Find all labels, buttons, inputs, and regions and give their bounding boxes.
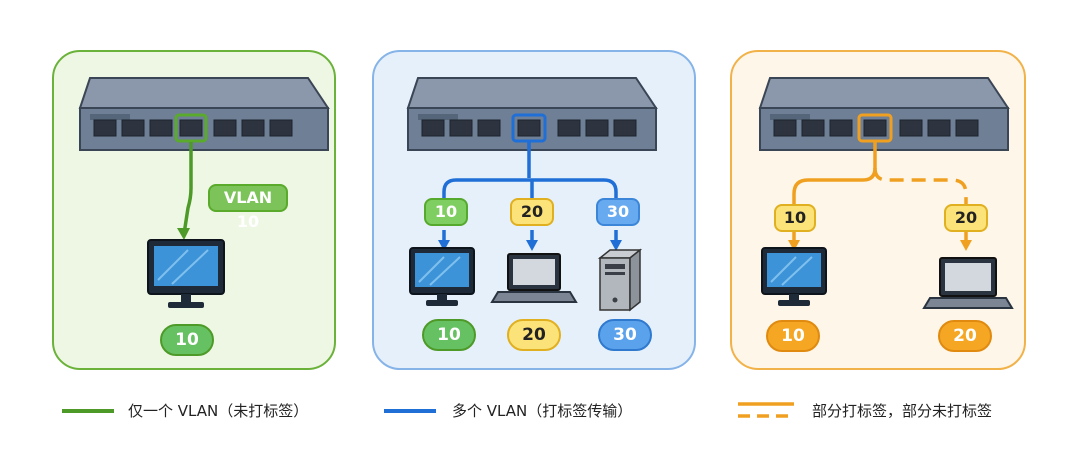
tower-pc-icon xyxy=(597,248,643,312)
legend-item-hybrid: 部分打标签，部分未打标签 xyxy=(736,398,1036,424)
vlan-badge: 30 xyxy=(596,198,640,226)
device-vlan-pill: 20 xyxy=(938,320,992,352)
hybrid-drawing xyxy=(758,77,1014,309)
diagram-untagged xyxy=(52,50,336,370)
laptop-icon xyxy=(922,257,1014,309)
switch-icon xyxy=(406,77,658,151)
vlan-badge: 10 xyxy=(774,204,816,232)
legend-label: 多个 VLAN（打标签传输） xyxy=(452,402,633,420)
legend-item-untagged: 仅一个 VLAN（未打标签） xyxy=(60,398,360,424)
double-dashed-line-icon xyxy=(738,402,794,418)
vlan-badge: VLAN 10 xyxy=(208,184,288,231)
untagged-drawing xyxy=(78,77,330,308)
device-vlan-pill: 10 xyxy=(422,319,476,351)
switch-icon xyxy=(758,77,1010,151)
device-vlan-pill: 30 xyxy=(598,319,652,351)
tagged-drawing xyxy=(406,77,658,312)
vlan-badge: 20 xyxy=(510,198,554,226)
diagram-hybrid xyxy=(730,50,1026,370)
diagram-tagged xyxy=(372,50,696,370)
device-vlan-pill: 10 xyxy=(766,320,820,352)
monitor-icon xyxy=(409,247,475,306)
device-vlan-pill: 10 xyxy=(160,324,214,356)
legend-label: 部分打标签，部分未打标签 xyxy=(812,402,993,420)
solid-line-icon xyxy=(62,409,114,413)
legend-item-tagged: 多个 VLAN（打标签传输） xyxy=(382,398,702,424)
solid-line-icon xyxy=(384,409,436,413)
monitor-icon xyxy=(147,239,225,308)
monitor-icon xyxy=(761,247,827,306)
device-vlan-pill: 20 xyxy=(507,319,561,351)
switch-icon xyxy=(78,77,330,151)
laptop-icon xyxy=(490,253,578,303)
vlan-badge: 10 xyxy=(424,198,468,226)
vlan-badge: 20 xyxy=(944,204,988,232)
legend-label: 仅一个 VLAN（未打标签） xyxy=(128,402,309,420)
